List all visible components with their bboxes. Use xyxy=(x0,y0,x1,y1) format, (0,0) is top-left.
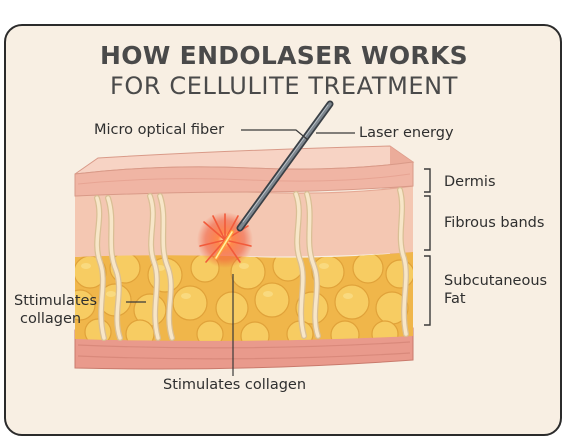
leader-lines xyxy=(126,129,355,376)
fibrous-bands-label: Fibrous bands xyxy=(444,215,545,231)
fibrous-bands xyxy=(94,187,409,341)
left-collagen-label-line1: Sttimulates xyxy=(14,293,97,309)
layer-brackets xyxy=(424,168,431,326)
diagram-title: HOW ENDOLASER WORKS xyxy=(100,41,468,70)
bottom-collagen-label: Stimulates collagen xyxy=(163,377,307,393)
laser-energy-label: Laser energy xyxy=(359,125,454,141)
subcutaneous-label: Subcutaneous xyxy=(444,273,548,289)
dermis-label: Dermis xyxy=(444,174,496,190)
diagram-subtitle: FOR CELLULITE TREATMENT xyxy=(110,72,458,100)
fat-label: Fat xyxy=(444,291,466,307)
optical-fiber xyxy=(236,100,334,232)
epidermis-layer xyxy=(74,161,414,197)
left-collagen-label-line2: collagen xyxy=(20,311,82,327)
fiber-label: Micro optical fiber xyxy=(94,122,225,138)
